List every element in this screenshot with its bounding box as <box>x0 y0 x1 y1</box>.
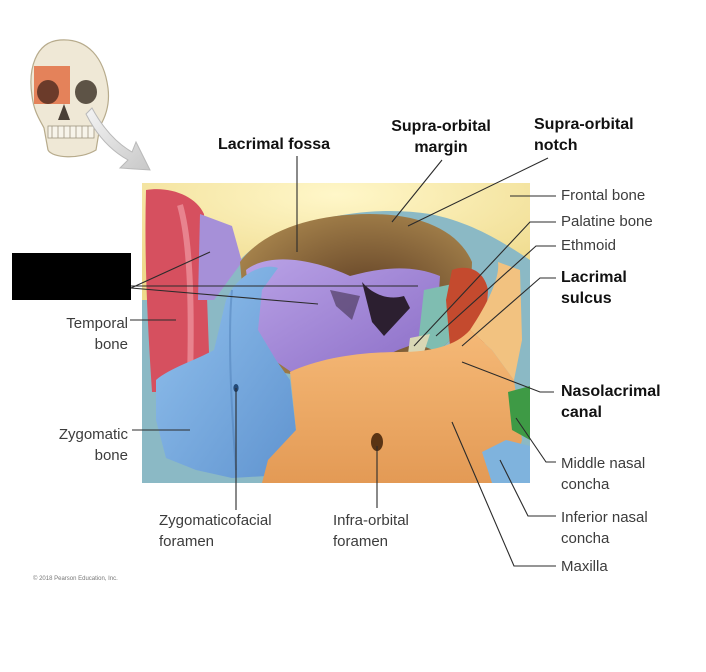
leader-nasolacrimal-canal <box>461 361 554 393</box>
label-lacrimal-fossa: Lacrimal fossa <box>218 136 331 153</box>
copyright-text: © 2018 Pearson Education, Inc. <box>33 576 118 582</box>
leader-inferior-nasal-concha <box>499 459 556 517</box>
label-supra-orbital-notch: Supra-orbital notch <box>534 116 634 154</box>
leader-lacrimal-sulcus <box>461 277 556 347</box>
label-lacrimal-sulcus: Lacrimal sulcus <box>561 269 627 307</box>
leader-maxilla <box>451 421 556 567</box>
redacted-label-box <box>12 253 131 300</box>
leader-middle-nasal-concha <box>515 417 556 463</box>
label-middle-nasal-concha: Middle nasal concha <box>561 455 646 493</box>
label-nasolacrimal-canal: Nasolacrimal canal <box>561 383 661 421</box>
leader-palatine-bone <box>413 221 556 347</box>
label-frontal-bone: Frontal bone <box>561 187 646 204</box>
label-supra-orbital-margin: Supra-orbital margin <box>391 118 491 156</box>
label-inferior-nasal-concha: Inferior nasal concha <box>561 509 648 547</box>
label-maxilla: Maxilla <box>561 558 608 575</box>
label-zygomatic-bone: Zygomatic bone <box>58 426 128 464</box>
leader-supra-orbital-notch <box>407 157 549 227</box>
orbit-illustration <box>142 183 530 483</box>
leader-redacted-b <box>130 251 211 289</box>
label-palatine-bone: Palatine bone <box>561 213 653 230</box>
skull-thumbnail-icon <box>30 39 110 158</box>
leader-lines <box>130 156 556 567</box>
label-infra-orbital-foramen: Infra-orbital foramen <box>333 512 409 550</box>
pointer-arrow-icon <box>85 107 151 171</box>
label-zygomaticofacial-foramen: Zygomaticofacial foramen <box>159 512 272 550</box>
label-temporal-bone: Temporal bone <box>66 315 128 353</box>
label-ethmoid: Ethmoid <box>561 237 617 254</box>
leader-ethmoid <box>435 245 556 337</box>
leader-redacted-c <box>130 287 319 305</box>
leader-supra-orbital-margin <box>391 159 443 223</box>
